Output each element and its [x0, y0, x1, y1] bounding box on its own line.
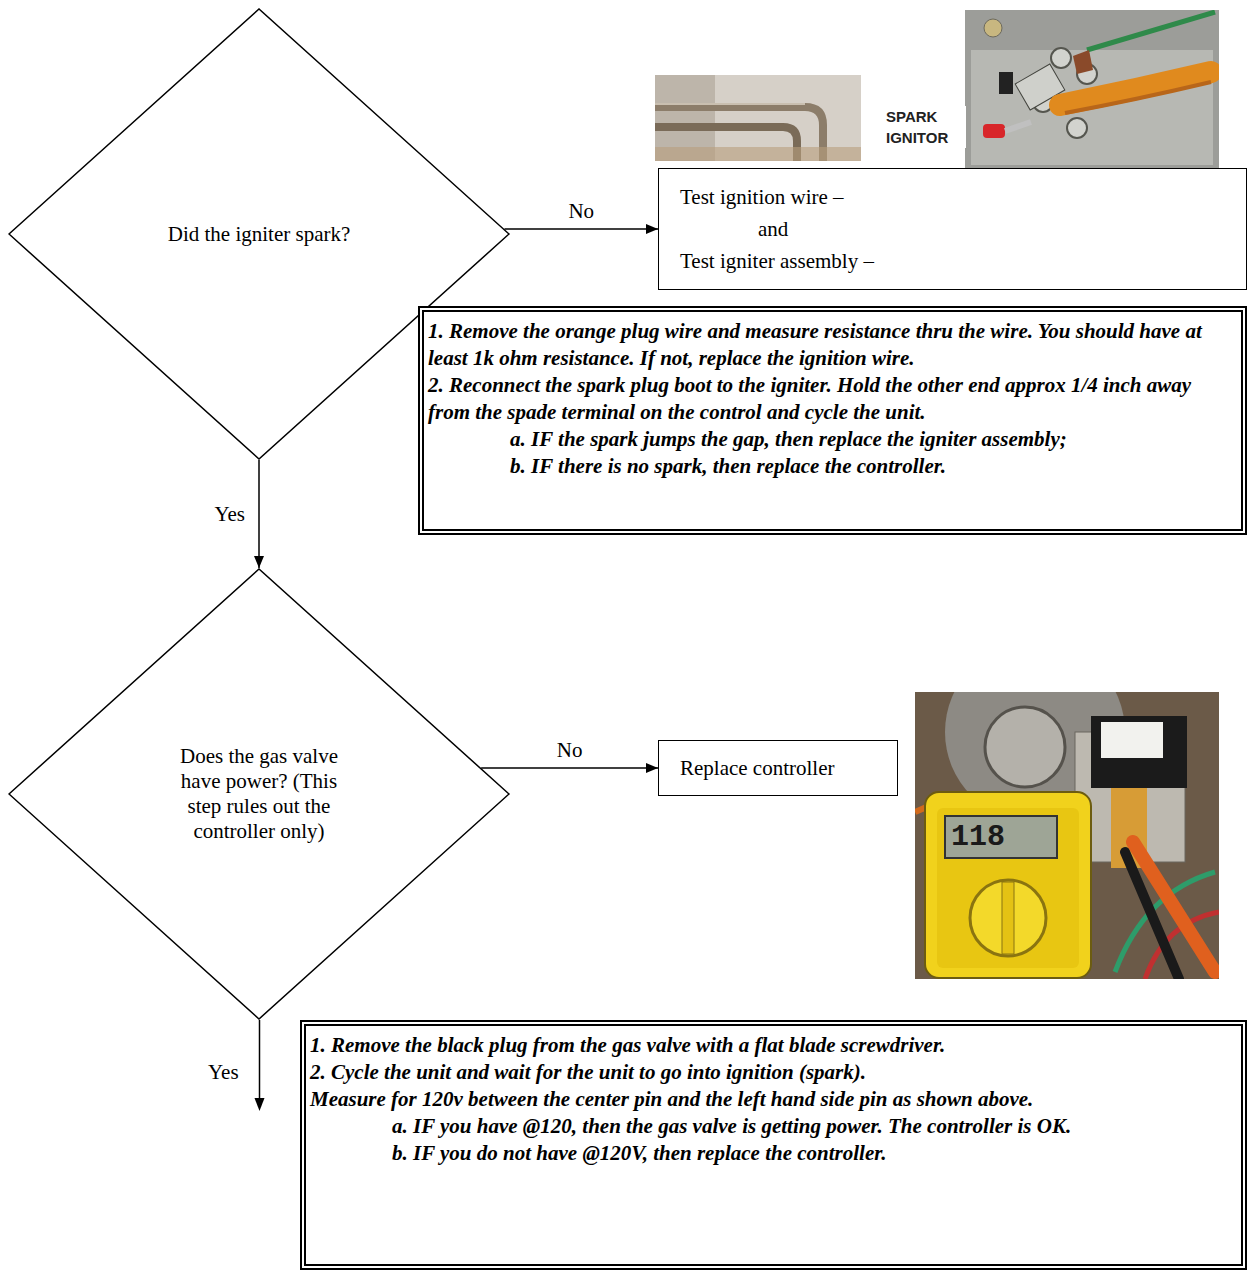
- meter-reading: 118: [947, 820, 1009, 854]
- box-text: Test igniter assembly –: [680, 245, 1234, 277]
- instruction-text: a. IF you have @120, then the gas valve …: [310, 1113, 1231, 1140]
- instruction-text: 1. Remove the orange plug wire and measu…: [428, 318, 1231, 372]
- process-box: Replace controller: [658, 740, 898, 796]
- blower-hub: [985, 707, 1065, 787]
- igniter-photo: [655, 75, 861, 161]
- screw: [1067, 118, 1087, 138]
- decision-text: Does the gas valve have power? (This ste…: [165, 744, 353, 844]
- meter-face: [937, 808, 1079, 968]
- instruction-text: b. IF you do not have @120V, then replac…: [310, 1140, 1231, 1167]
- photo-ground: [965, 10, 1219, 170]
- dial-knob: [1002, 882, 1014, 954]
- instruction-note: 1. Remove the orange plug wire and measu…: [418, 306, 1247, 535]
- black-spade: [999, 72, 1013, 94]
- brown-boot: [1073, 50, 1093, 74]
- instruction-text: a. IF the spark jumps the gap, then repl…: [428, 426, 1231, 453]
- meter-dial: [970, 880, 1046, 956]
- box-text: Test ignition wire –: [680, 181, 1234, 213]
- valve-plug: [1091, 716, 1187, 788]
- photo-floor: [655, 147, 861, 161]
- diamond-shape: [9, 569, 509, 1019]
- terminal-wire: [1005, 122, 1031, 131]
- electrode-highlight: [655, 103, 805, 105]
- valve-sticker: [1101, 722, 1163, 758]
- instruction-text: 2. Cycle the unit and wait for the unit …: [310, 1059, 1231, 1086]
- exit-arrow-line: [259, 1020, 261, 1102]
- box-text: Replace controller: [680, 752, 885, 784]
- red-terminal: [983, 124, 1005, 138]
- decision-text: Did the igniter spark?: [124, 222, 394, 247]
- exit-arrow: [240, 1018, 280, 1113]
- branch-label: No: [557, 738, 583, 762]
- instruction-text: 1. Remove the black plug from the gas va…: [310, 1032, 1231, 1059]
- photo-ground: [655, 75, 861, 161]
- photo-caption: SPARK IGNITOR: [886, 106, 966, 148]
- branch-label: Yes: [208, 1060, 239, 1084]
- flow-connector: [504, 228, 658, 230]
- branch-label: No: [568, 199, 594, 223]
- instruction-note: 1. Remove the black plug from the gas va…: [300, 1020, 1247, 1270]
- probe-black: [1125, 852, 1179, 979]
- green-wire: [1087, 12, 1215, 50]
- meter-lcd: [945, 816, 1057, 858]
- decision-diamond: Does the gas valve have power? (This ste…: [8, 568, 510, 1020]
- screw: [1051, 48, 1071, 68]
- meter-body: [925, 792, 1091, 978]
- process-box: Test ignition wire –andTest igniter asse…: [658, 168, 1247, 290]
- screw: [984, 19, 1002, 37]
- branch-label: Yes: [214, 502, 245, 526]
- flow-connector: [481, 767, 658, 769]
- box-text: and: [680, 213, 1234, 245]
- instruction-text: b. IF there is no spark, then replace th…: [428, 453, 1231, 480]
- instruction-text: Measure for 120v between the center pin …: [310, 1086, 1231, 1113]
- flow-connector: [258, 460, 260, 568]
- ignitor-photo: [965, 10, 1219, 170]
- metal-plate: [971, 50, 1213, 165]
- exit-arrowhead: [255, 1098, 265, 1111]
- orange-boot-shade: [1065, 82, 1211, 113]
- instruction-text: 2. Reconnect the spark plug boot to the …: [428, 372, 1231, 426]
